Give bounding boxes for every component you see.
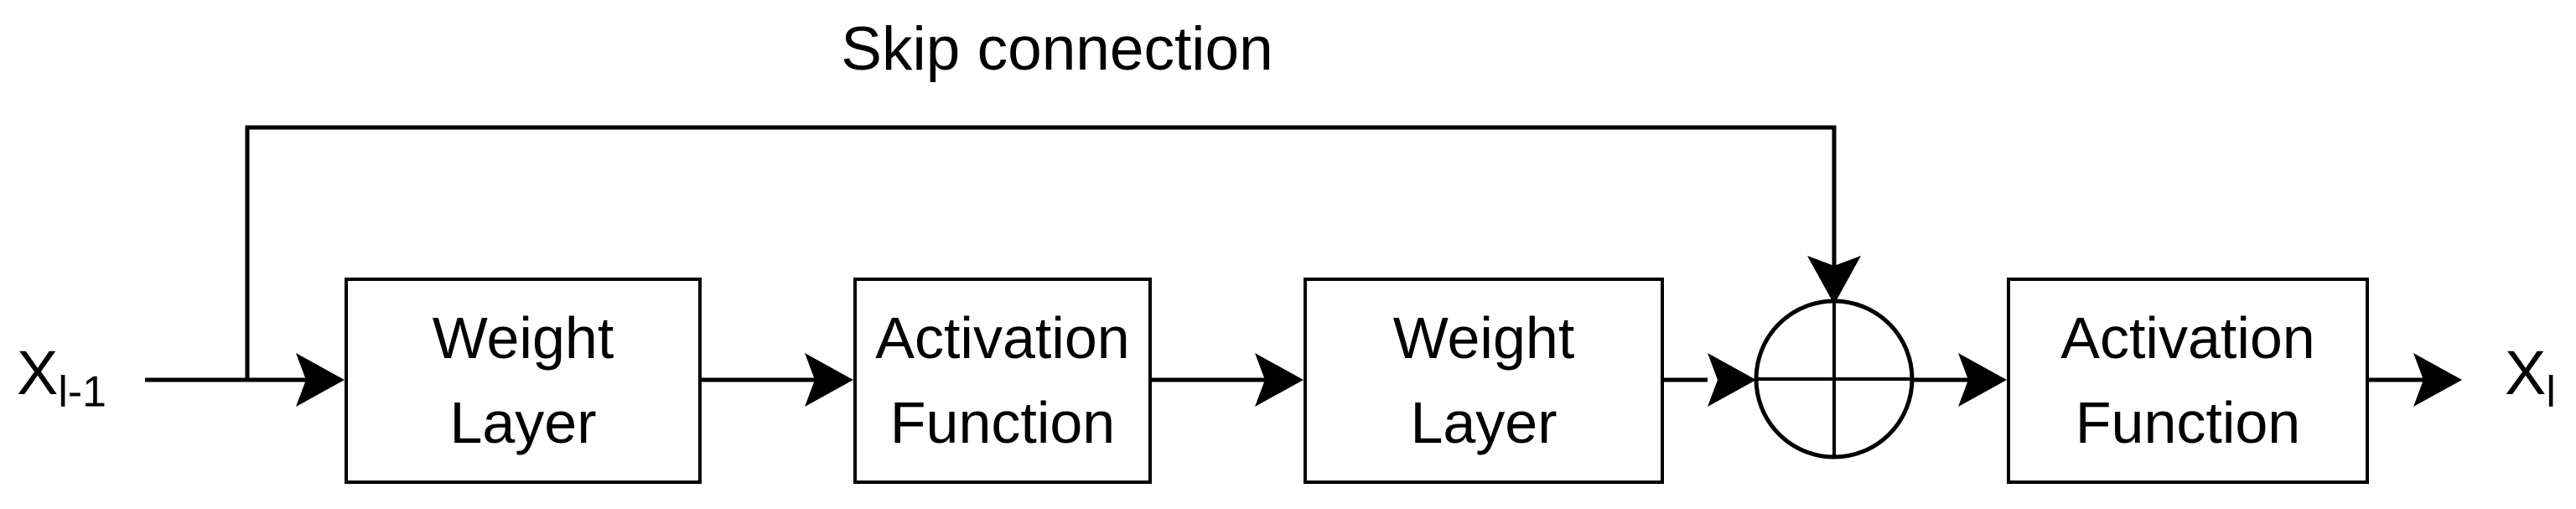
- arrowhead-sum-icon: [1708, 353, 1756, 407]
- node-label-line: Weight: [432, 304, 614, 371]
- arrowhead-weight2-icon: [1255, 353, 1304, 407]
- output-label-base: X: [2505, 338, 2547, 408]
- node-label-line: Activation: [875, 304, 1130, 371]
- output-label: Xl: [2505, 342, 2556, 413]
- node-weight-layer-2: Weight Layer: [1304, 278, 1664, 484]
- input-label-base: X: [17, 338, 59, 408]
- input-arrowhead-icon: [296, 353, 345, 407]
- input-label-subscript: l-1: [58, 366, 106, 416]
- node-activation-function-1: Activation Function: [853, 278, 1152, 484]
- node-label-line: Weight: [1392, 304, 1575, 371]
- output-arrowhead-icon: [2413, 353, 2462, 407]
- arrowhead-activation2-icon: [1958, 353, 2007, 407]
- output-label-subscript: l: [2546, 366, 2556, 416]
- skip-connection-label: Skip connection: [841, 15, 1273, 83]
- skip-arrowhead-icon: [1807, 256, 1861, 304]
- node-label-line: Layer: [1410, 390, 1558, 455]
- skip-connection-line: [245, 125, 1837, 380]
- node-label-line: Activation: [2060, 304, 2315, 371]
- node-label-line: Function: [889, 390, 1116, 455]
- node-label-line: Function: [2075, 390, 2301, 455]
- node-label-line: Layer: [449, 390, 597, 455]
- arrowhead-activation1-icon: [805, 353, 853, 407]
- input-label: Xl-1: [17, 342, 106, 413]
- node-weight-layer-1: Weight Layer: [345, 278, 702, 484]
- node-activation-function-2: Activation Function: [2007, 278, 2369, 484]
